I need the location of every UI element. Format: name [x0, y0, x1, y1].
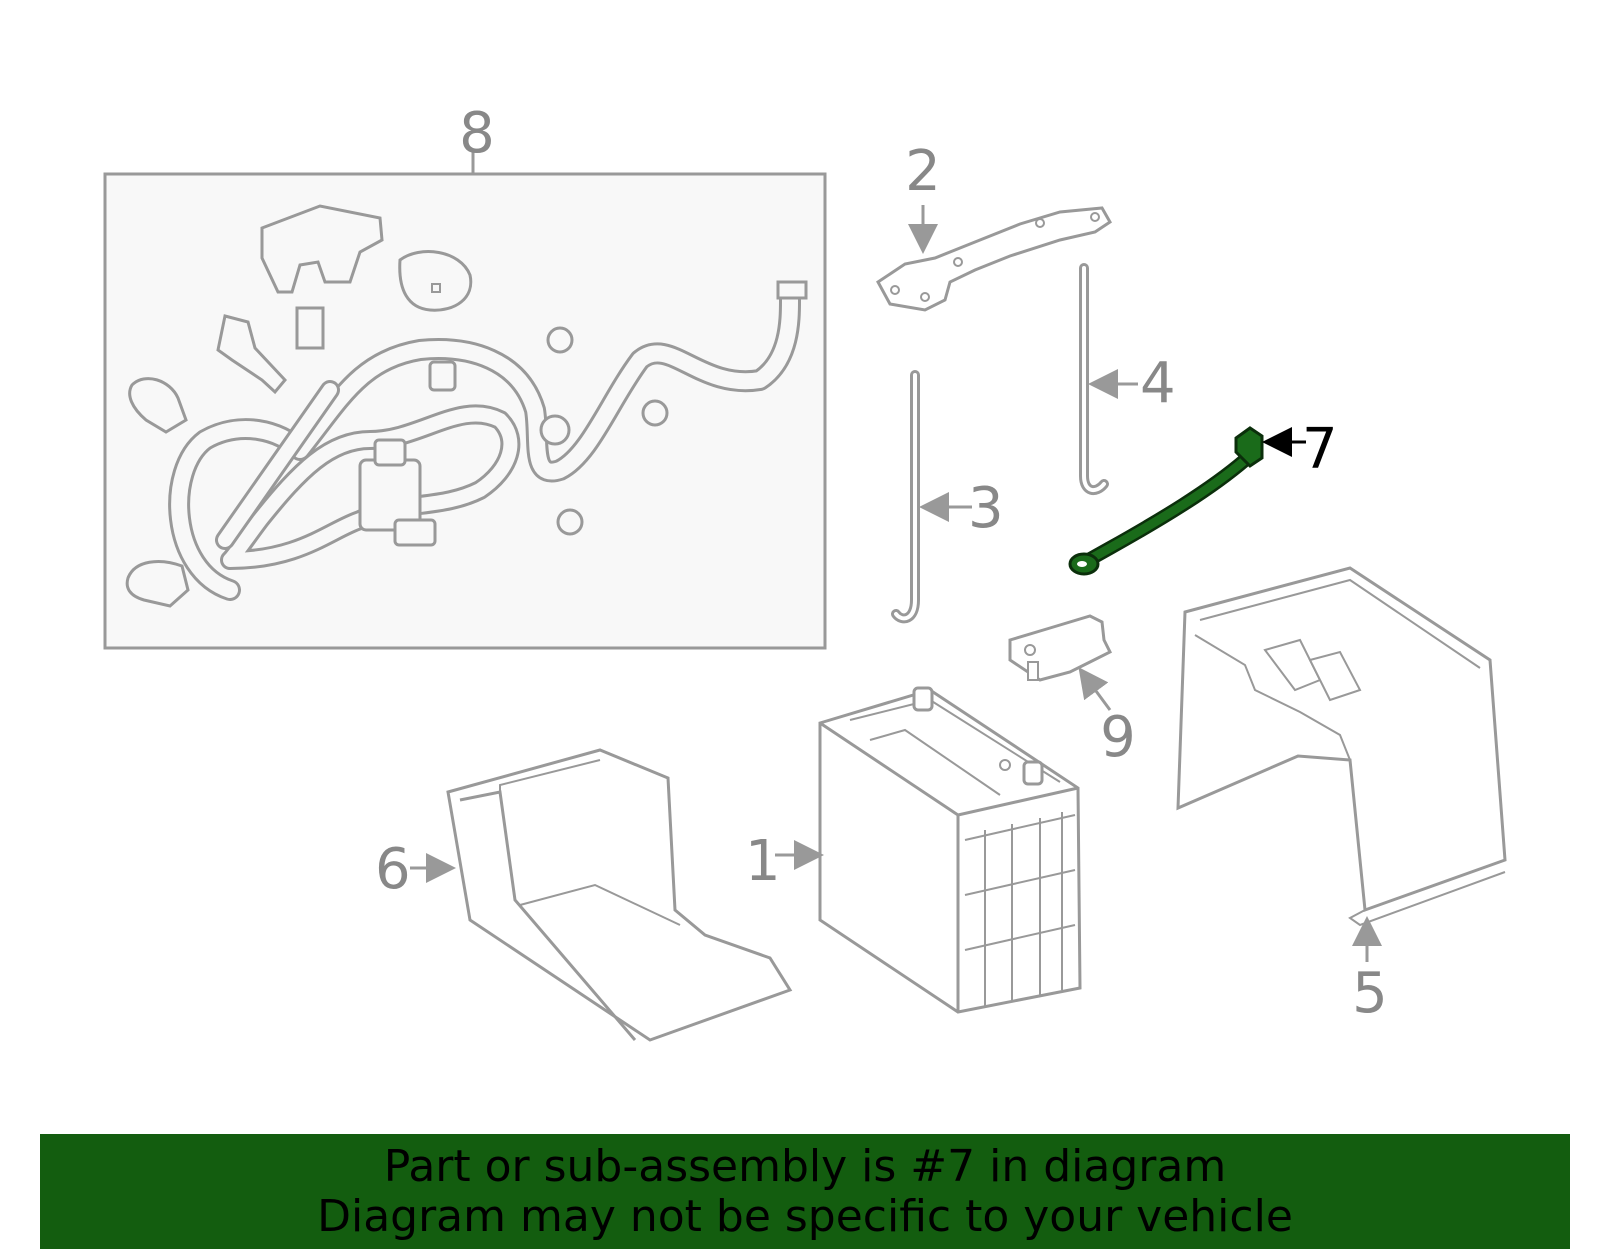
callout-2: 2: [905, 139, 941, 204]
part-4-bolt[interactable]: [1079, 263, 1138, 496]
callout-8: 8: [459, 101, 495, 166]
callout-5: 5: [1352, 961, 1388, 1026]
part-6-battery-tray[interactable]: [410, 748, 793, 1042]
banner-disclaimer-line: Diagram may not be specific to your vehi…: [317, 1190, 1293, 1242]
callout-1: 1: [745, 829, 781, 894]
banner-part-line: Part or sub-assembly is #7 in diagram: [383, 1140, 1227, 1192]
part-7-ground-cable[interactable]: [1068, 426, 1306, 576]
part-2-hold-down-bracket[interactable]: [876, 205, 1112, 312]
part-5-battery-cover[interactable]: [1176, 566, 1507, 962]
callout-6: 6: [375, 837, 411, 902]
part-8-wire-harness-group[interactable]: [103, 150, 827, 650]
callout-9: 9: [1100, 705, 1136, 770]
part-1-battery[interactable]: [775, 686, 1082, 1014]
callout-7: 7: [1302, 417, 1338, 482]
info-banner: Part or sub-assembly is #7 in diagram Di…: [40, 1134, 1570, 1249]
part-9-bracket[interactable]: [1008, 614, 1113, 711]
part-3-bolt[interactable]: [891, 370, 972, 624]
callout-3: 3: [968, 476, 1004, 541]
callout-4: 4: [1140, 351, 1176, 416]
